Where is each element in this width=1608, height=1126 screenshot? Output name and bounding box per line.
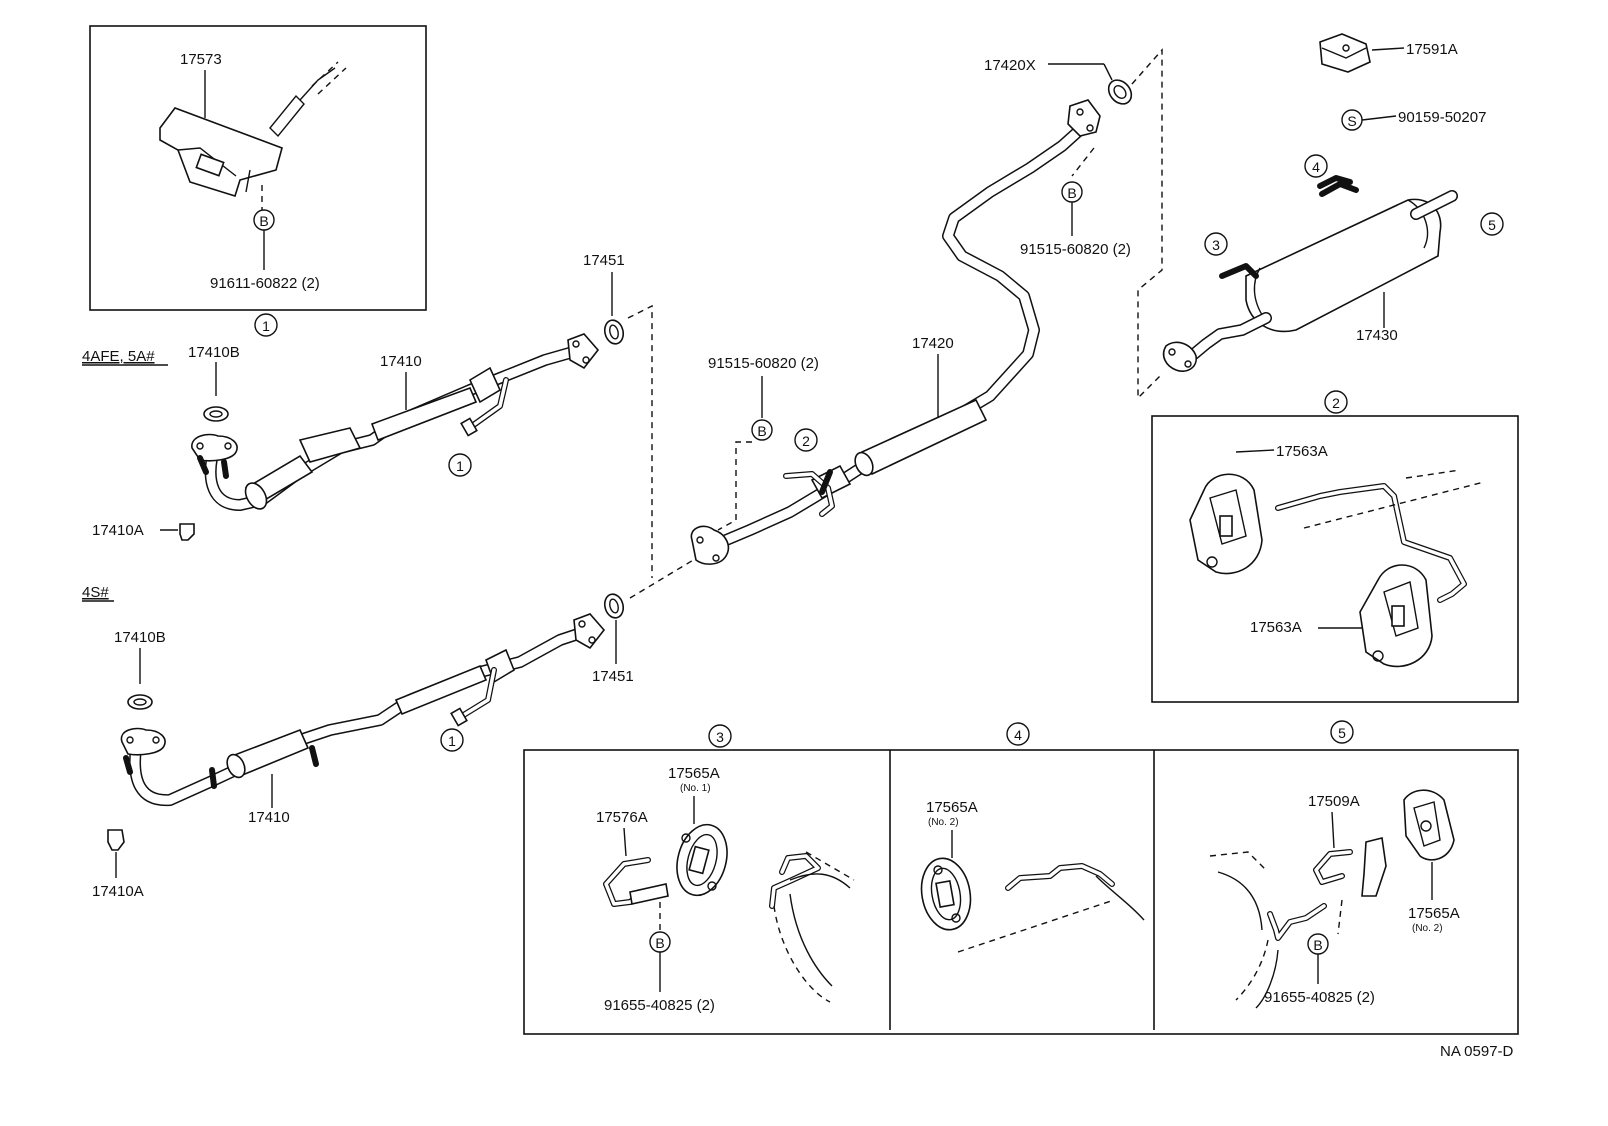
label-91655-b: 91655-40825 (2) [1264, 989, 1375, 1006]
label-17410-top: 17410 [380, 353, 422, 370]
svg-text:B: B [757, 423, 766, 439]
callout-3-box-icon [708, 724, 732, 748]
svg-text:1: 1 [456, 458, 464, 474]
svg-text:1: 1 [448, 733, 456, 749]
svg-text:4: 4 [1014, 727, 1022, 743]
label-17565a-no2b: 17565A [1408, 905, 1460, 922]
svg-text:1: 1 [262, 318, 270, 334]
front-pipe-17410-lower [120, 613, 606, 807]
label-17565a-no1: 17565A [668, 765, 720, 782]
svg-text:5: 5 [1488, 217, 1496, 233]
label-90159-50207: 90159-50207 [1398, 109, 1486, 126]
label-17430: 17430 [1356, 327, 1398, 344]
front-pipe-17410-upper [191, 333, 600, 511]
inset-box-3-4-5 [523, 749, 1519, 1035]
label-17410b-bot: 17410B [114, 629, 166, 646]
bracket-17576a [603, 857, 669, 907]
svg-text:B: B [655, 935, 664, 951]
svg-text:B: B [1313, 937, 1322, 953]
label-17420x: 17420X [984, 57, 1036, 74]
label-17563a-top: 17563A [1276, 443, 1328, 460]
label-17410b-top: 17410B [188, 344, 240, 361]
label-no2a: (No. 2) [928, 817, 959, 828]
callout-3-main-icon [1204, 232, 1228, 256]
muffler-17430 [1162, 175, 1458, 372]
oxygen-sensor [269, 61, 347, 138]
label-17451-bot: 17451 [592, 668, 634, 685]
engine-label-4afe: 4AFE, 5A# [82, 348, 155, 365]
label-17410-bot: 17410 [248, 809, 290, 826]
inset-box-heat-insulator [89, 25, 427, 311]
label-17573: 17573 [180, 51, 222, 68]
label-17410a-top: 17410A [92, 522, 144, 539]
label-91611-60822: 91611-60822 (2) [210, 275, 320, 292]
gasket-17410b-bot [127, 694, 153, 710]
svg-text:3: 3 [1212, 237, 1220, 253]
label-91515-mid: 91515-60820 (2) [708, 355, 819, 372]
nut-17410a-top [179, 523, 195, 541]
hanger-17563a-bot [1359, 564, 1433, 668]
label-17451-top: 17451 [583, 252, 625, 269]
label-17509a: 17509A [1308, 793, 1360, 810]
label-91515-top: 91515-60820 (2) [1020, 241, 1131, 258]
gasket-17451-top [603, 319, 625, 345]
nut-17410a-bot [107, 829, 125, 851]
label-17565a-no2a: 17565A [926, 799, 978, 816]
svg-text:B: B [1067, 185, 1076, 201]
gasket-17410b-top [203, 406, 229, 422]
label-17420: 17420 [912, 335, 954, 352]
svg-text:3: 3 [716, 729, 724, 745]
callout-1-bot-icon [440, 728, 464, 752]
inset-box-2 [1151, 415, 1519, 703]
svg-text:5: 5 [1338, 725, 1346, 741]
hanger-17565a-no2b [1403, 789, 1455, 861]
svg-text:B: B [259, 213, 268, 229]
callout-4-main-icon [1304, 154, 1328, 178]
callout-2-main-icon [794, 428, 818, 452]
drawing-id: NA 0597-D [1440, 1043, 1514, 1060]
center-pipe-17420 [690, 99, 1101, 565]
label-91655-a: 91655-40825 (2) [604, 997, 715, 1014]
callout-1-icon [254, 313, 278, 337]
bracket-17509a [1313, 837, 1387, 897]
svg-text:2: 2 [1332, 395, 1340, 411]
hanger-17563a-top [1189, 473, 1263, 575]
label-no2b: (No. 2) [1412, 923, 1443, 934]
label-no1: (No. 1) [680, 783, 711, 794]
callout-5-box-icon [1330, 720, 1354, 744]
hanger-17565a-no2a [920, 857, 972, 931]
svg-text:2: 2 [802, 433, 810, 449]
svg-text:S: S [1347, 113, 1356, 129]
label-17576a: 17576A [596, 809, 648, 826]
heat-insulator-17573 [159, 107, 283, 198]
label-17591a: 17591A [1406, 41, 1458, 58]
svg-text:4: 4 [1312, 159, 1320, 175]
callout-5-main-icon [1480, 212, 1504, 236]
label-17563a-bot: 17563A [1250, 619, 1302, 636]
callout-2-box-icon [1324, 390, 1348, 414]
hanger-17565a-no1 [676, 823, 728, 897]
callout-1-top-icon [448, 453, 472, 477]
bushing-17591a [1319, 33, 1371, 73]
gasket-17420x [1107, 79, 1133, 105]
label-17410a-bot: 17410A [92, 883, 144, 900]
bolt-circle-mid-icon [751, 419, 773, 441]
gasket-17451-bot [603, 593, 625, 619]
callout-4-box-icon [1006, 722, 1030, 746]
engine-label-4s: 4S# [82, 584, 109, 601]
